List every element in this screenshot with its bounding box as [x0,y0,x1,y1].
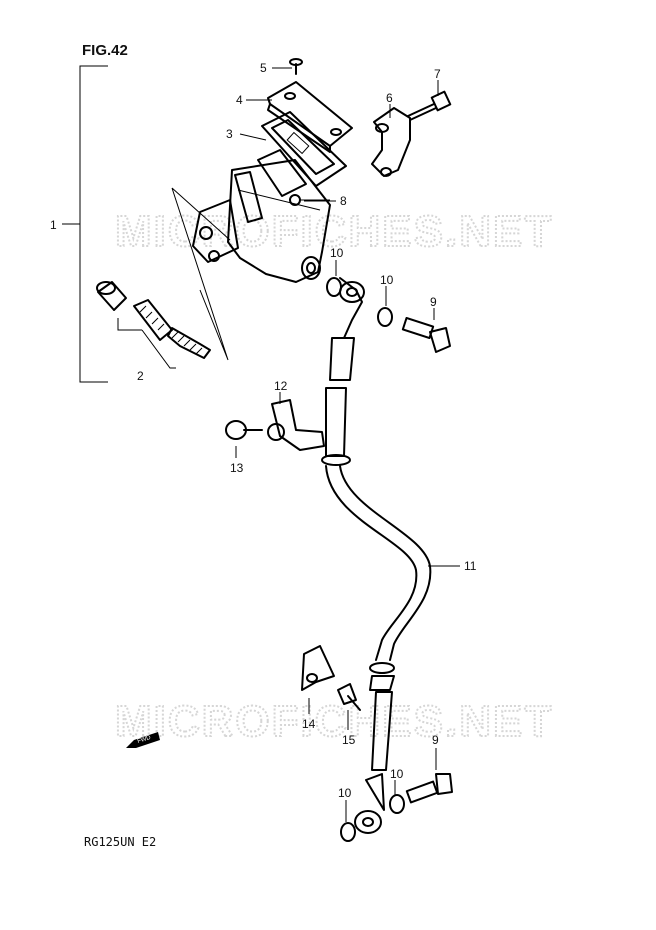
leader-lines [235,67,460,822]
reservoir-fitting [289,194,330,206]
reservoir-diaphragm [261,111,347,187]
watermark-bottom: MICROFICHES.NET [115,697,553,746]
clamp-bolt [407,90,452,121]
forward-arrow-icon: FWD [126,732,160,748]
sealing-washer-4 [340,822,356,842]
hose-clamp-lower [301,645,335,691]
model-code: RG125UN E2 [84,835,156,849]
cap-screw [289,58,303,75]
callout-6: 6 [386,91,393,105]
callout-10-c: 10 [390,767,404,781]
callout-12: 12 [274,379,288,393]
sealing-washer-2 [377,307,393,327]
piston-assembly [96,281,211,369]
callout-10-a: 10 [330,246,344,260]
callout-9-upper: 9 [430,295,437,309]
callout-7: 7 [434,67,441,81]
callout-9-lower: 9 [432,733,439,747]
exploded-view-outline [171,187,231,361]
callout-8: 8 [340,194,347,208]
callout-1: 1 [50,218,57,232]
fwd-label: FWD [137,735,152,745]
brake-hose [321,277,432,834]
callout-14: 14 [302,717,316,731]
callout-10-b: 10 [380,273,394,287]
clamp-bolt-upper [225,420,263,440]
sealing-washer-3 [389,794,405,814]
callout-10-d: 10 [338,786,352,800]
sealing-washer-1 [326,277,342,297]
reservoir-cap [267,81,353,153]
callout-15: 15 [342,733,356,747]
hose-clamp-upper [267,399,325,451]
clamp-bolt-lower [337,683,361,711]
handlebar-clamp [371,107,411,177]
callout-3: 3 [226,127,233,141]
callout-11: 11 [464,559,477,573]
callout-4: 4 [236,93,243,107]
union-bolt-upper [401,316,451,353]
figure-title: FIG.42 [82,42,128,59]
callout-5: 5 [260,61,267,75]
assembly-bracket [62,65,108,383]
watermark-top: MICROFICHES.NET [115,207,553,256]
callout-2: 2 [137,369,144,383]
master-cylinder-body [192,149,331,283]
callout-13: 13 [230,461,244,475]
union-bolt-lower [405,773,453,804]
